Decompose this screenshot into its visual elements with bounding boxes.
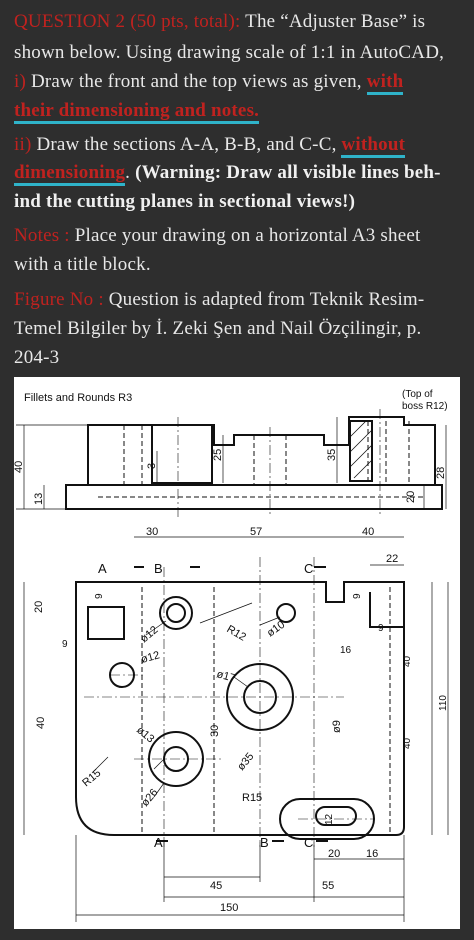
part-ii-text: Draw the sections A-A, B-B, and C-C,	[36, 134, 337, 155]
dim-40l: 40	[35, 717, 47, 729]
dim-9c: 9	[62, 639, 68, 650]
dim-30v: 30	[209, 725, 221, 737]
dim-22: 22	[386, 553, 398, 565]
part-ii-emphasis-a: without	[341, 134, 406, 158]
dim-20v: 20	[33, 601, 45, 613]
dim-12: 12	[324, 813, 335, 825]
line-5: ii) Draw the sections A-A, B-B, and C-C,…	[14, 134, 406, 158]
front-view-hatching	[349, 420, 373, 479]
notes-label: Notes :	[14, 225, 70, 246]
top-view	[75, 581, 405, 840]
line-7: ind the cutting planes in sectional view…	[14, 191, 355, 213]
dim-35: 35	[326, 449, 338, 461]
dim-16b: 16	[366, 848, 378, 860]
dim-dia12b: ø12	[140, 649, 161, 666]
dim-dia9: ø9	[331, 720, 343, 733]
dim-3: 3	[146, 463, 158, 469]
line-6: dimensioning. (Warning: Draw all visible…	[14, 162, 441, 186]
dim-20: 20	[405, 491, 417, 503]
part-ii-emphasis-b: dimensioning	[14, 162, 126, 186]
dim-13: 13	[33, 493, 45, 505]
top-view-centerlines	[84, 557, 374, 847]
top-view-dimlines	[23, 536, 449, 922]
drawing-svg: Fillets and Rounds R3 (Top of boss R12) …	[14, 389, 449, 922]
section-label-b-bottom: B	[260, 835, 269, 850]
technical-drawing: Fillets and Rounds R3 (Top of boss R12) …	[14, 377, 460, 929]
dim-dia13: ø13	[134, 724, 156, 745]
section-markers	[134, 566, 328, 842]
line-11: Temel Bilgiler by İ. Zeki Şen and Nail Ö…	[14, 318, 421, 340]
figure-text-a: Question is adapted from Teknik Resim-	[108, 289, 425, 310]
line-2: shown below. Using drawing scale of 1:1 …	[14, 42, 444, 64]
part-ii-tail: .	[125, 162, 136, 183]
notes-text-b: with a title block.	[14, 254, 151, 275]
line-9: with a title block.	[14, 254, 151, 276]
section-label-a-top: A	[98, 561, 107, 576]
figure-text-c: 204-3	[14, 347, 60, 368]
dim-40: 40	[14, 461, 25, 473]
part-i-emphasis-b: their dimensioning and notes.	[14, 100, 260, 124]
dim-20b: 20	[328, 848, 340, 860]
intro-text-b: shown below. Using drawing scale of 1:1 …	[14, 42, 445, 63]
dim-9d: 9	[378, 623, 384, 634]
dim-110: 110	[438, 695, 449, 711]
dim-9b: 9	[352, 593, 363, 599]
dim-40v: 40	[402, 655, 413, 667]
warning-text-b: ind the cutting planes in sectional view…	[14, 191, 356, 212]
dim-9a: 9	[94, 593, 105, 599]
section-label-c-bottom: C	[304, 835, 313, 850]
dim-r15a: R15	[80, 767, 103, 789]
dim-28: 28	[435, 467, 447, 479]
note-top-b: boss R12)	[402, 401, 448, 412]
figure-text-b: Temel Bilgiler by İ. Zeki Şen and Nail Ö…	[14, 318, 422, 339]
figure-label: Figure No :	[14, 289, 104, 310]
front-view-centerlines	[177, 409, 381, 517]
question-heading: QUESTION 2 (50 pts, total):	[14, 11, 241, 32]
dim-25: 25	[212, 449, 224, 461]
notes-text-a: Place your drawing on a horizontal A3 sh…	[74, 225, 421, 246]
line-3: i) Draw the front and the top views as g…	[14, 71, 404, 95]
dim-r15b: R15	[242, 792, 262, 804]
note-fillets: Fillets and Rounds R3	[24, 392, 132, 404]
dim-dia35: ø35	[235, 751, 256, 773]
intro-text-a: The “Adjuster Base” is	[245, 11, 426, 32]
section-label-c-top: C	[304, 561, 313, 576]
line-12: 204-3	[14, 347, 59, 369]
dim-dia17: ø17	[215, 668, 236, 685]
dim-40w: 40	[402, 737, 413, 749]
warning-text-a: (Warning: Draw all visible lines beh-	[135, 162, 441, 183]
top-view-hidden	[141, 587, 391, 835]
section-label-a-bottom: A	[154, 835, 163, 850]
section-label-b-top: B	[154, 561, 163, 576]
part-i-marker: i)	[14, 71, 27, 92]
front-view-dimlines	[16, 417, 447, 510]
dim-30: 30	[146, 526, 158, 538]
line-1: QUESTION 2 (50 pts, total): The “Adjuste…	[14, 11, 425, 33]
dim-45: 45	[210, 880, 222, 892]
dim-r12: R12	[225, 623, 248, 643]
dim-40b: 40	[362, 526, 374, 538]
dim-55: 55	[322, 880, 334, 892]
dim-150: 150	[220, 902, 238, 914]
line-8: Notes : Place your drawing on a horizont…	[14, 225, 420, 247]
part-i-emphasis-a: with	[366, 71, 404, 95]
dim-57: 57	[250, 526, 262, 538]
part-ii-marker: ii)	[14, 134, 32, 155]
front-view-hidden	[98, 421, 426, 498]
part-i-text: Draw the front and the top views as give…	[30, 71, 362, 92]
line-4: their dimensioning and notes.	[14, 100, 260, 124]
line-10: Figure No : Question is adapted from Tek…	[14, 289, 424, 311]
note-top-a: (Top of	[402, 389, 433, 400]
dim-16: 16	[340, 645, 352, 656]
